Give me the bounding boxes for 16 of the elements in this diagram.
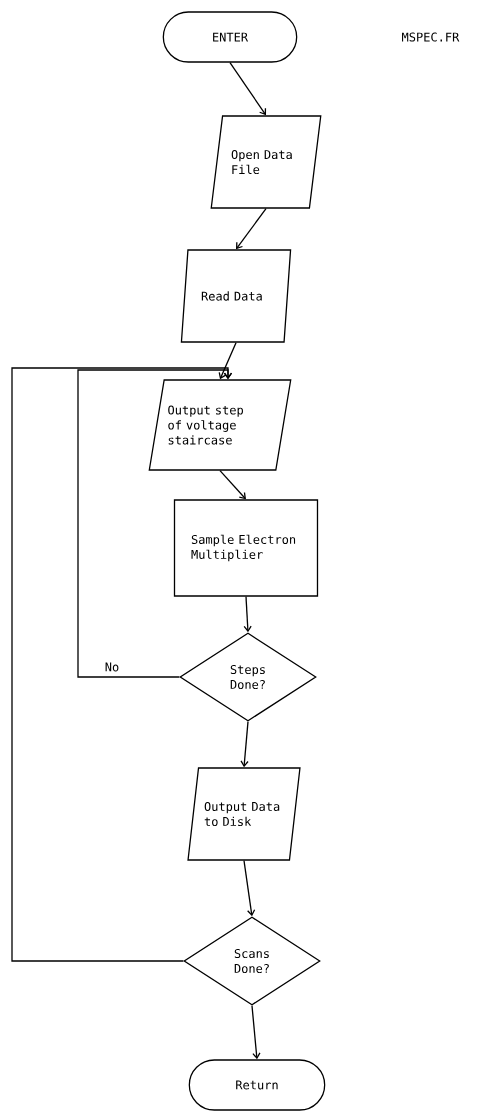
arrow — [243, 596, 252, 633]
file-name-label: MSPEC.FR — [402, 32, 460, 42]
io-parallelogram: Open Data File — [210, 115, 322, 209]
arrow — [218, 342, 237, 380]
arrow — [240, 721, 249, 768]
process-box: Sample Electron Multiplier — [173, 499, 319, 597]
arrow — [11, 367, 233, 962]
io-parallelogram: Output Data to Disk — [187, 767, 301, 861]
io-parallelogram: Read Data — [180, 249, 292, 343]
arrow — [219, 470, 246, 500]
io-parallelogram: Output step of voltage staircase — [148, 379, 292, 471]
arrow — [243, 860, 256, 917]
arrow — [251, 1005, 261, 1060]
arrow — [229, 62, 267, 116]
edge-label: No — [103, 661, 121, 673]
arrow — [236, 208, 267, 250]
